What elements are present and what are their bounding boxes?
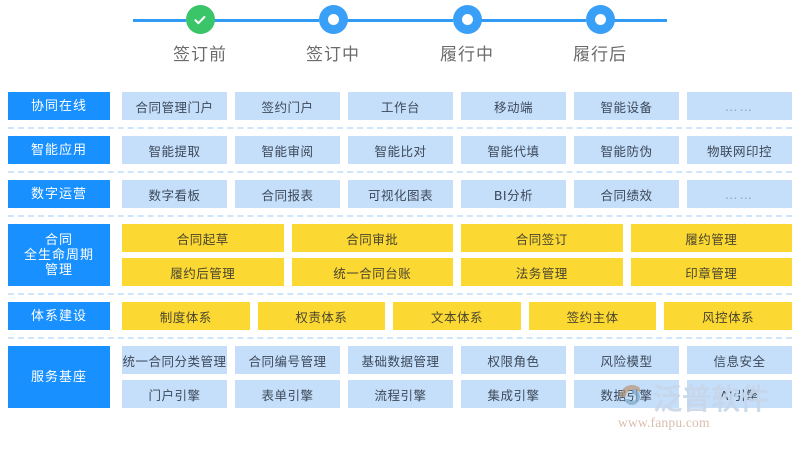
matrix-cell[interactable]: 工作台 <box>348 92 453 120</box>
matrix-cell[interactable]: 物联网印控 <box>687 136 792 164</box>
row-cells: 合同起草合同审批合同签订履约管理履约后管理统一合同台账法务管理印章管理 <box>122 224 792 286</box>
capability-matrix: 协同在线合同管理门户签约门户工作台移动端智能设备……智能应用智能提取智能审阅智能… <box>0 92 800 408</box>
matrix-row: 智能应用智能提取智能审阅智能比对智能代填智能防伪物联网印控 <box>8 136 792 164</box>
cell-line: 统一合同分类管理合同编号管理基础数据管理权限角色风险模型信息安全 <box>122 346 792 374</box>
matrix-cell[interactable]: …… <box>687 92 792 120</box>
matrix-cell[interactable]: 风控体系 <box>664 302 792 330</box>
stepper-track <box>133 19 667 22</box>
row-label-4[interactable]: 合同 全生命周期 管理 <box>8 224 110 286</box>
matrix-cell[interactable]: 印章管理 <box>630 258 792 286</box>
matrix-cell[interactable]: 合同报表 <box>235 180 340 208</box>
stepper-node-2[interactable] <box>318 5 348 34</box>
row-label-6[interactable]: 服务基座 <box>8 346 110 408</box>
stepper-segment-1 <box>133 19 186 22</box>
matrix-cell[interactable]: 合同签订 <box>461 224 623 252</box>
stepper-segment-4 <box>481 19 586 22</box>
cell-line: 履约后管理统一合同台账法务管理印章管理 <box>122 258 792 286</box>
matrix-cell[interactable]: 表单引擎 <box>235 380 340 408</box>
stepper-segment-3 <box>347 19 453 22</box>
matrix-cell[interactable]: 风险模型 <box>574 346 679 374</box>
stepper-labels: 签订前 签订中 履行中 履行后 <box>0 40 800 70</box>
row-cells: 合同管理门户签约门户工作台移动端智能设备 …… <box>122 92 792 120</box>
matrix-cell[interactable]: 基础数据管理 <box>348 346 453 374</box>
matrix-cell[interactable]: 智能设备 <box>574 92 679 120</box>
matrix-row: 合同 全生命周期 管理合同起草合同审批合同签订履约管理履约后管理统一合同台账法务… <box>8 224 792 286</box>
ring-icon <box>327 14 339 25</box>
matrix-cell[interactable]: 可视化图表 <box>348 180 453 208</box>
cell-line: 数字看板合同报表可视化图表 BI分析合同绩效 …… <box>122 180 792 208</box>
stepper-nodes <box>0 0 800 40</box>
matrix-cell[interactable]: 签约门户 <box>235 92 340 120</box>
matrix-cell[interactable]: 数字看板 <box>122 180 227 208</box>
stepper-node-1[interactable] <box>185 5 215 34</box>
ring-icon <box>461 14 473 25</box>
stepper-label-2: 签订中 <box>306 45 360 65</box>
cell-line: 智能提取智能审阅智能比对智能代填智能防伪物联网印控 <box>122 136 792 164</box>
cell-line: 合同起草合同审批合同签订履约管理 <box>122 224 792 252</box>
progress-stepper: 签订前 签订中 履行中 履行后 <box>0 0 800 92</box>
row-divider <box>8 171 792 173</box>
matrix-cell[interactable]: 智能提取 <box>122 136 227 164</box>
stepper-node-4[interactable] <box>585 5 615 34</box>
stepper-node-3[interactable] <box>452 5 482 34</box>
matrix-cell[interactable]: 合同绩效 <box>574 180 679 208</box>
matrix-cell[interactable]: 智能防伪 <box>574 136 679 164</box>
matrix-cell[interactable]: 流程引擎 <box>348 380 453 408</box>
cell-line: 门户引擎表单引擎流程引擎集成引擎数据引擎 AI引擎 <box>122 380 792 408</box>
matrix-cell[interactable]: 履约管理 <box>630 224 792 252</box>
matrix-cell[interactable]: 信息安全 <box>687 346 792 374</box>
matrix-cell[interactable]: 门户引擎 <box>122 380 227 408</box>
matrix-cell[interactable]: 移动端 <box>461 92 566 120</box>
row-divider <box>8 127 792 129</box>
ring-icon <box>594 14 606 25</box>
matrix-cell[interactable]: 智能比对 <box>348 136 453 164</box>
matrix-cell[interactable]: AI引擎 <box>687 380 792 408</box>
matrix-cell[interactable]: 合同起草 <box>122 224 284 252</box>
check-icon <box>194 15 206 24</box>
matrix-row: 协同在线合同管理门户签约门户工作台移动端智能设备 …… <box>8 92 792 120</box>
matrix-cell[interactable]: 集成引擎 <box>461 380 566 408</box>
row-cells: 数字看板合同报表可视化图表 BI分析合同绩效 …… <box>122 180 792 208</box>
stepper-segment-5 <box>614 19 667 22</box>
row-label-5[interactable]: 体系建设 <box>8 302 110 330</box>
stepper-segment-2 <box>214 19 319 22</box>
matrix-row: 服务基座统一合同分类管理合同编号管理基础数据管理权限角色风险模型信息安全门户引擎… <box>8 346 792 408</box>
cell-line: 合同管理门户签约门户工作台移动端智能设备 …… <box>122 92 792 120</box>
row-cells: 统一合同分类管理合同编号管理基础数据管理权限角色风险模型信息安全门户引擎表单引擎… <box>122 346 792 408</box>
row-divider <box>8 293 792 295</box>
watermark-url: www.fanpu.com <box>618 415 710 430</box>
matrix-cell[interactable]: 文本体系 <box>393 302 521 330</box>
matrix-cell[interactable]: 统一合同台账 <box>291 258 453 286</box>
matrix-cell[interactable]: 统一合同分类管理 <box>122 346 227 374</box>
matrix-cell[interactable]: 权责体系 <box>257 302 386 330</box>
row-label-3[interactable]: 数字运营 <box>8 180 110 208</box>
matrix-cell[interactable]: 合同编号管理 <box>235 346 340 374</box>
matrix-cell[interactable]: 智能审阅 <box>235 136 340 164</box>
row-label-1[interactable]: 协同在线 <box>8 92 110 120</box>
matrix-cell[interactable]: 合同管理门户 <box>122 92 227 120</box>
matrix-cell[interactable]: 制度体系 <box>122 302 250 330</box>
row-divider <box>8 215 792 217</box>
cell-line: 制度体系权责体系文本体系签约主体风控体系 <box>122 302 792 330</box>
row-cells: 智能提取智能审阅智能比对智能代填智能防伪物联网印控 <box>122 136 792 164</box>
matrix-cell[interactable]: …… <box>687 180 792 208</box>
matrix-cell[interactable]: 权限角色 <box>461 346 566 374</box>
stepper-label-4: 履行后 <box>573 45 627 65</box>
matrix-cell[interactable]: 签约主体 <box>528 302 657 330</box>
matrix-row: 体系建设制度体系权责体系文本体系签约主体风控体系 <box>8 302 792 330</box>
matrix-cell[interactable]: BI分析 <box>461 180 566 208</box>
stepper-label-1: 签订前 <box>173 45 227 65</box>
row-divider <box>8 337 792 339</box>
matrix-cell[interactable]: 法务管理 <box>461 258 623 286</box>
matrix-cell[interactable]: 履约后管理 <box>122 258 284 286</box>
stepper-label-3: 履行中 <box>440 45 494 65</box>
matrix-cell[interactable]: 智能代填 <box>461 136 566 164</box>
matrix-row: 数字运营数字看板合同报表可视化图表 BI分析合同绩效 …… <box>8 180 792 208</box>
matrix-cell[interactable]: 数据引擎 <box>574 380 679 408</box>
row-label-2[interactable]: 智能应用 <box>8 136 110 164</box>
matrix-cell[interactable]: 合同审批 <box>291 224 453 252</box>
row-cells: 制度体系权责体系文本体系签约主体风控体系 <box>122 302 792 330</box>
